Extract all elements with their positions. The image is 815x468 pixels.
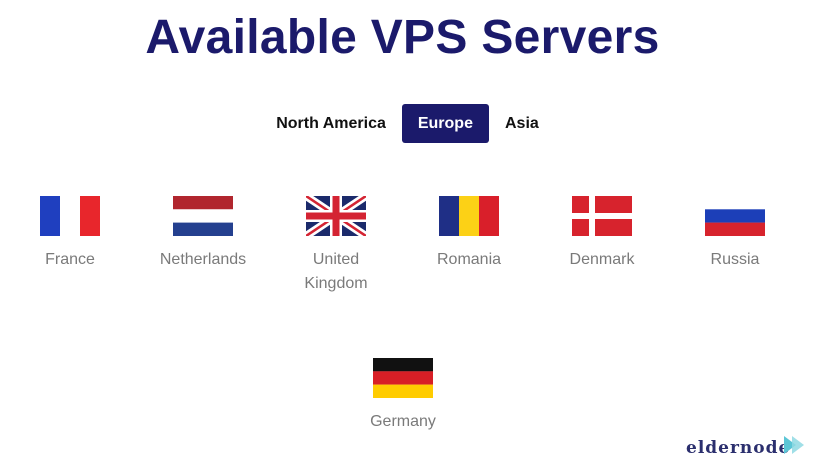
country-name-line2: Kingdom xyxy=(304,275,368,292)
country-item-united-kingdom[interactable]: United Kingdom xyxy=(271,196,401,296)
country-name: Romania xyxy=(436,251,502,268)
france-flag-icon xyxy=(40,196,100,236)
romania-flag-icon xyxy=(439,196,499,236)
logo-text: eldernode xyxy=(686,438,791,458)
uk-flag-icon xyxy=(306,196,366,236)
country-item-france[interactable]: France xyxy=(5,196,135,272)
country-item-netherlands[interactable]: Netherlands xyxy=(138,196,268,272)
tab-north-america[interactable]: North America xyxy=(276,115,386,132)
country-name: Netherlands xyxy=(159,251,247,268)
russia-flag-icon xyxy=(705,196,765,236)
country-name-line1: United xyxy=(312,251,360,268)
country-name: France xyxy=(45,251,95,268)
region-tabs: North America Europe Asia xyxy=(0,104,815,143)
tab-asia[interactable]: Asia xyxy=(504,115,539,132)
country-name: Russia xyxy=(710,251,760,268)
netherlands-flag-icon xyxy=(173,196,233,236)
germany-flag-icon xyxy=(373,358,433,398)
country-item-denmark[interactable]: Denmark xyxy=(537,196,667,272)
denmark-flag-icon xyxy=(572,196,632,236)
tab-europe[interactable]: Europe xyxy=(401,104,489,143)
country-name: Denmark xyxy=(569,251,635,268)
page-title: Available VPS Servers xyxy=(145,11,660,64)
play-arrow-logo-icon xyxy=(784,436,804,454)
country-item-germany[interactable]: Germany xyxy=(338,358,468,434)
country-item-russia[interactable]: Russia xyxy=(670,196,800,272)
country-item-romania[interactable]: Romania xyxy=(404,196,534,272)
country-name: Germany xyxy=(370,413,436,430)
brand-logo: eldernode xyxy=(686,434,808,462)
